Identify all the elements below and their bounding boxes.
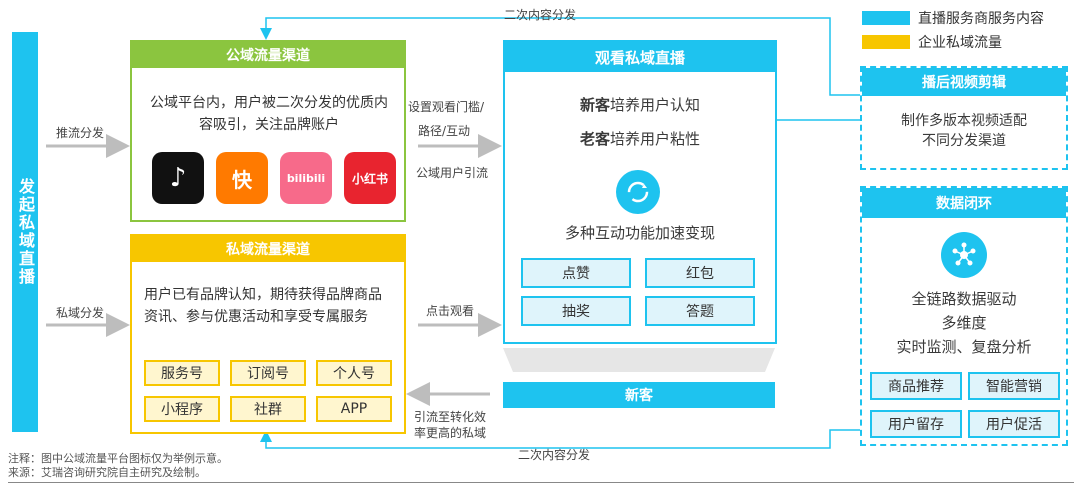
video-edit-desc-2: 不同分发渠道 [922, 133, 1006, 149]
video-edit-desc-1: 制作多版本视频适配 [901, 113, 1027, 129]
tag-app: APP [316, 396, 392, 422]
convert-label-2: 率更高的私域 [414, 426, 487, 440]
video-edit-title: 播后视频剪辑 [862, 68, 1066, 96]
footer-note: 注释：图中公域流量平台图标仅为举例示意。 [8, 452, 228, 465]
legend-swatch-service [862, 11, 910, 25]
watch-private-live-title: 观看私域直播 [505, 42, 775, 72]
data-loop-title: 数据闭环 [862, 188, 1066, 218]
tag-smart-marketing: 智能营销 [968, 372, 1060, 400]
convert-label-1: 引流至转化效 [414, 410, 487, 424]
bottom-loop-label: 二次内容分发 [518, 448, 591, 462]
tag-service-account: 服务号 [144, 360, 220, 386]
refresh-icon [616, 170, 660, 214]
public-traffic-title: 公域流量渠道 [132, 42, 404, 68]
threshold-label-1: 设置观看门槛/ [408, 100, 485, 114]
legend-label-private: 企业私域流量 [918, 35, 1002, 51]
action-lottery: 抽奖 [521, 296, 631, 326]
private-traffic-title: 私域流量渠道 [132, 236, 404, 262]
private-traffic-desc: 用户已有品牌认知，期待获得品牌商品资讯、参与优惠活动和享受专属服务 [144, 287, 382, 325]
new-customer-line: 新客培养用户认知 [505, 94, 775, 115]
new-customer-rest: 培养用户认知 [610, 96, 701, 114]
watch-private-live-box: 观看私域直播 新客培养用户认知 老客培养用户粘性 多种互动功能加速变现 点赞 红… [503, 40, 777, 344]
top-loop-arrow [260, 17, 860, 96]
old-customer-line: 老客培养用户粘性 [505, 128, 775, 149]
douyin-icon: ♪ [152, 152, 204, 204]
new-customer-bold: 新客 [579, 96, 610, 114]
tag-community: 社群 [230, 396, 306, 422]
action-quiz: 答题 [645, 296, 755, 326]
data-loop-line-1: 全链路数据驱动 [911, 290, 1017, 308]
action-like: 点赞 [521, 258, 631, 288]
data-loop-line-2: 多维度 [941, 314, 987, 332]
interaction-caption: 多种互动功能加速变现 [564, 224, 715, 242]
legend-label-service: 直播服务商服务内容 [918, 11, 1044, 27]
private-traffic-box: 私域流量渠道 用户已有品牌认知，期待获得品牌商品资讯、参与优惠活动和享受专属服务… [130, 234, 406, 434]
tag-mini-program: 小程序 [144, 396, 220, 422]
funnel-shape [503, 348, 775, 372]
tag-user-retention: 用户留存 [870, 410, 962, 438]
push-label: 推流分发 [56, 126, 105, 140]
tag-subscription-account: 订阅号 [230, 360, 306, 386]
old-customer-rest: 培养用户粘性 [610, 130, 701, 148]
bilibili-icon: bilibili [280, 152, 332, 204]
action-red-packet: 红包 [645, 258, 755, 288]
new-customer-bar: 新客 [503, 382, 775, 408]
footer-divider [8, 482, 1074, 483]
public-traffic-label: 公域用户引流 [416, 166, 489, 180]
start-private-live-bar: 发起私域直播 [12, 32, 38, 432]
network-icon [941, 232, 987, 278]
tag-user-activation: 用户促活 [968, 410, 1060, 438]
private-label: 私域分发 [56, 306, 105, 320]
data-loop-box: 数据闭环 全链路数据驱动 多维度 实时监测、复盘分析 商品推荐 智能营销 用户留… [860, 186, 1068, 446]
click-watch-label: 点击观看 [426, 304, 475, 318]
platform-icons: ♪ 快 bilibili 小红书 [152, 152, 396, 204]
threshold-label-2: 路径/互动 [418, 124, 471, 138]
data-loop-line-3: 实时监测、复盘分析 [896, 338, 1032, 356]
tag-personal-account: 个人号 [316, 360, 392, 386]
legend-swatch-private [862, 35, 910, 49]
public-traffic-box: 公域流量渠道 公域平台内，用户被二次分发的优质内容吸引，关注品牌账户 ♪ 快 b… [130, 40, 406, 222]
old-customer-bold: 老客 [579, 130, 610, 148]
footer-source: 来源：艾瑞咨询研究院自主研究及绘制。 [8, 466, 206, 479]
tag-product-recommend: 商品推荐 [870, 372, 962, 400]
video-edit-box: 播后视频剪辑 制作多版本视频适配 不同分发渠道 [860, 66, 1068, 170]
top-loop-label: 二次内容分发 [504, 8, 577, 22]
bottom-loop-arrow [260, 429, 860, 449]
public-traffic-desc: 公域平台内，用户被二次分发的优质内容吸引，关注品牌账户 [150, 95, 388, 133]
xiaohongshu-icon: 小红书 [344, 152, 396, 204]
kuaishou-icon: 快 [216, 152, 268, 204]
